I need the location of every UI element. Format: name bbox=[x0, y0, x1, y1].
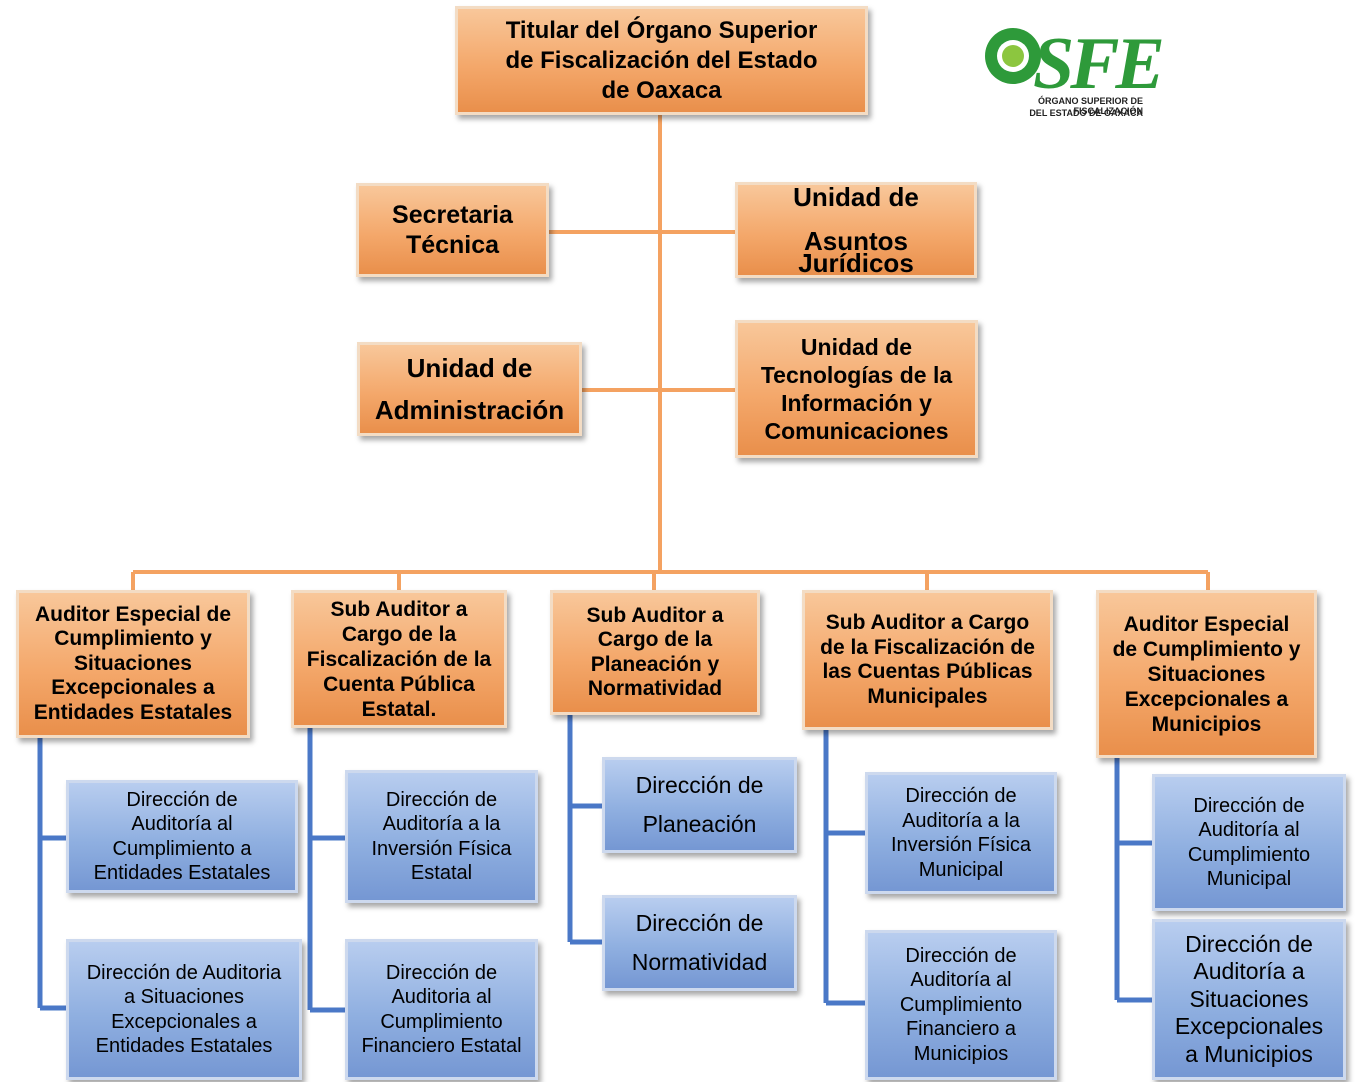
osfe-logo: SFE ÓRGANO SUPERIOR DE FISCALIZACIÓN DEL… bbox=[983, 18, 1188, 128]
direction-box: Dirección de Auditoría al Cumplimiento M… bbox=[1152, 774, 1346, 911]
direction-label: Dirección de Planeación bbox=[635, 771, 764, 837]
direction-box: Dirección de Auditoría a la Inversión Fí… bbox=[345, 770, 538, 903]
direction-label: Dirección de Auditoría a la Inversión Fí… bbox=[371, 788, 512, 885]
logo-subtitle-1: ÓRGANO SUPERIOR DE FISCALIZACIÓN bbox=[1037, 96, 1143, 116]
staff-secretaria-tecnica: Secretaria Técnica bbox=[356, 183, 549, 277]
staff-label: Unidad de Tecnologías de la Información … bbox=[760, 334, 953, 444]
staff-label: Unidad de Administración bbox=[374, 352, 565, 425]
auditor-label: Sub Auditor a Cargo de la Planeación y N… bbox=[586, 603, 724, 701]
blue-connectors bbox=[37, 715, 1154, 1013]
auditor-label: Auditor Especial de Cumplimiento y Situa… bbox=[33, 602, 233, 724]
staff-tecnologias: Unidad de Tecnologías de la Información … bbox=[735, 320, 978, 458]
auditor-box: Sub Auditor a Cargo de la Planeación y N… bbox=[550, 590, 760, 715]
auditor-label: Sub Auditor a Cargo de la Fiscalización … bbox=[306, 597, 492, 721]
auditor-box: Auditor Especial de Cumplimiento y Situa… bbox=[1096, 590, 1317, 758]
direction-label: Dirección de Auditoría al Cumplimiento F… bbox=[899, 944, 1023, 1065]
staff-asuntos-juridicos: Unidad de Asuntos Jurídicos bbox=[735, 182, 977, 278]
svg-text:SFE: SFE bbox=[1033, 23, 1162, 105]
direction-box: Dirección de Auditoría al Cumplimiento a… bbox=[66, 780, 298, 893]
staff-label: Unidad de Asuntos Jurídicos bbox=[793, 182, 919, 278]
direction-label: Dirección de Auditoria a Situaciones Exc… bbox=[86, 961, 282, 1058]
direction-box: Dirección de Planeación bbox=[602, 757, 797, 853]
direction-box: Dirección de Normatividad bbox=[602, 895, 797, 991]
direction-label: Dirección de Auditoría a la Inversión Fí… bbox=[890, 785, 1032, 881]
direction-box: Dirección de Auditoría a la Inversión Fí… bbox=[865, 772, 1057, 894]
logo-subtitle-2: DEL ESTADO DE OAXACA bbox=[1029, 108, 1143, 118]
titular-label: Titular del Órgano Superior de Fiscaliza… bbox=[505, 16, 818, 104]
direction-label: Dirección de Normatividad bbox=[631, 909, 768, 975]
orange-connectors bbox=[131, 112, 1210, 592]
auditor-box: Auditor Especial de Cumplimiento y Situa… bbox=[16, 590, 250, 738]
auditor-label: Auditor Especial de Cumplimiento y Situa… bbox=[1112, 612, 1301, 736]
direction-label: Dirección de Auditoría a Situaciones Exc… bbox=[1174, 930, 1324, 1067]
staff-unidad-administracion: Unidad de Administración bbox=[357, 342, 582, 436]
direction-box: Dirección de Auditoría al Cumplimiento F… bbox=[865, 930, 1057, 1080]
direction-box: Dirección de Auditoria al Cumplimiento F… bbox=[345, 939, 538, 1080]
direction-box: Dirección de Auditoría a Situaciones Exc… bbox=[1152, 919, 1346, 1080]
auditor-label: Sub Auditor a Cargo de la Fiscalización … bbox=[820, 611, 1035, 708]
titular-box: Titular del Órgano Superior de Fiscaliza… bbox=[455, 6, 868, 115]
direction-label: Dirección de Auditoría al Cumplimiento M… bbox=[1187, 794, 1311, 891]
direction-label: Dirección de Auditoría al Cumplimiento a… bbox=[93, 788, 271, 885]
osfe-logo-mark: SFE bbox=[985, 23, 1166, 105]
staff-label: Secretaria Técnica bbox=[392, 201, 513, 259]
auditor-box: Sub Auditor a Cargo de la Fiscalización … bbox=[802, 590, 1053, 730]
auditor-box: Sub Auditor a Cargo de la Fiscalización … bbox=[291, 590, 507, 728]
direction-box: Dirección de Auditoria a Situaciones Exc… bbox=[66, 939, 302, 1080]
direction-label: Dirección de Auditoria al Cumplimiento F… bbox=[361, 961, 522, 1058]
